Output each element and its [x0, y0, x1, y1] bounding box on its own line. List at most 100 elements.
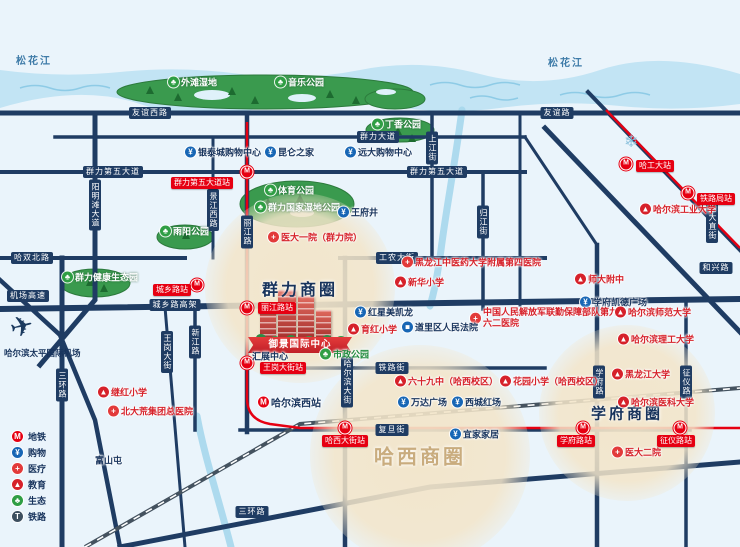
- edu-icon: ▲: [618, 333, 629, 345]
- edu-icon: ▲: [575, 273, 586, 285]
- shop-icon: ¥: [580, 296, 591, 308]
- map-poi-eco[interactable]: ♣雨阳公园: [160, 225, 209, 238]
- map-poi-shop[interactable]: ¥西城红场: [452, 396, 501, 409]
- shop-icon: ¥: [345, 146, 356, 158]
- poi-label: 道里区人民法院: [415, 322, 479, 333]
- shop-icon: ¥: [398, 396, 409, 408]
- metro-station-banner[interactable]: 铁路局站: [697, 193, 735, 205]
- map-poi-edu[interactable]: ▲六十九中（哈西校区）: [395, 375, 498, 388]
- edu-icon: ▲: [348, 323, 359, 335]
- map-poi-shop[interactable]: ¥宜家家居: [450, 428, 499, 441]
- map-poi-edu[interactable]: ▲继红小学: [98, 386, 147, 399]
- legend-label: 铁路: [28, 512, 47, 522]
- map-poi-eco[interactable]: ♣音乐公园: [275, 76, 324, 89]
- map-poi-edu[interactable]: ▲黑龙江大学: [612, 368, 670, 381]
- legend-label: 购物: [28, 448, 47, 458]
- map-poi-shop[interactable]: ¥红星美凯龙: [355, 306, 413, 319]
- map-poi-shop[interactable]: ¥银泰城购物中心: [185, 146, 261, 159]
- map-poi-edu[interactable]: ▲哈尔滨工业大学: [640, 203, 716, 216]
- road-label: 友谊路: [540, 107, 574, 119]
- metro-station-banner[interactable]: 丽江路站: [258, 302, 296, 314]
- eco-icon: ♣: [275, 76, 286, 88]
- metro-station-banner[interactable]: 城乡路站: [153, 284, 191, 296]
- map-poi-shop[interactable]: ¥学府凯德广场: [580, 296, 647, 309]
- metro-station-icon[interactable]: M: [190, 278, 204, 292]
- map-poi-edu[interactable]: ▲育红小学: [348, 323, 397, 336]
- gov-icon: ■: [402, 321, 413, 333]
- med-icon: +: [268, 231, 279, 243]
- poi-label: 汇展中心: [252, 351, 289, 362]
- med-icon: +: [612, 446, 623, 458]
- legend-label: 地铁: [28, 432, 47, 442]
- map-poi-med[interactable]: +中国人民解放军联勤保障部队第九六二医院: [470, 307, 620, 330]
- map-poi-eco[interactable]: ♣体育公园: [265, 184, 314, 197]
- map-poi-gov[interactable]: ■道里区人民法院: [402, 321, 478, 334]
- rail-icon: T: [12, 511, 23, 522]
- map-poi-med[interactable]: +医大二院: [612, 446, 661, 459]
- legend-item-med: +医疗: [12, 462, 46, 475]
- map-poi-eco2[interactable]: ♣市政公园: [320, 348, 369, 361]
- metro-station-icon[interactable]: M: [240, 165, 254, 179]
- legend-item-rail: T 铁路: [12, 510, 46, 523]
- metro-station-banner[interactable]: 哈西大街站: [322, 435, 368, 447]
- poi-label: 哈尔滨工业大学: [653, 204, 717, 215]
- legend-label: 生态: [28, 496, 47, 506]
- legend-item-edu: ▲教育: [12, 478, 46, 491]
- river-label: 松花江: [548, 58, 584, 69]
- map-poi-edu[interactable]: ▲哈尔滨理工大学: [618, 333, 694, 346]
- legend-item-eco: ♣ 生态: [12, 494, 46, 507]
- poi-label: 育红小学: [361, 324, 398, 335]
- map-poi-shop[interactable]: ¥王府井: [338, 206, 378, 219]
- metro-station-icon[interactable]: M: [619, 157, 633, 171]
- metro-station-banner[interactable]: 王岗大街站: [260, 362, 306, 374]
- map-poi-place[interactable]: 汇展中心: [252, 350, 288, 363]
- map-poi-shop[interactable]: ¥万达广场: [398, 396, 447, 409]
- map-poi-edu[interactable]: ▲哈尔滨师范大学: [615, 306, 691, 319]
- map-poi-shop[interactable]: ¥远大购物中心: [345, 146, 412, 159]
- eco-icon: ♣: [12, 495, 23, 506]
- metro-station-banner[interactable]: 学府路站: [557, 435, 595, 447]
- shop-icon: ¥: [338, 206, 349, 218]
- map-poi-edu[interactable]: ▲哈尔滨医科大学: [618, 396, 694, 409]
- road-label: 群力大道: [357, 131, 399, 143]
- eco-icon: ♣: [265, 184, 276, 196]
- road-label: 和兴路: [699, 262, 733, 274]
- metro-icon: M: [258, 396, 269, 408]
- poi-label: 富山屯: [95, 455, 123, 466]
- metro-station-banner[interactable]: 征仪路站: [657, 435, 695, 447]
- poi-label: 花园小学（哈西校区）: [513, 376, 604, 387]
- map-poi-edu[interactable]: ▲花园小学（哈西校区）: [500, 375, 603, 388]
- shop-icon: ¥: [452, 396, 463, 408]
- poi-label: 新华小学: [408, 277, 445, 288]
- poi-label: 黑龙江大学: [625, 369, 671, 380]
- map-poi-shop[interactable]: ¥昆仑之家: [265, 146, 314, 159]
- map-poi-eco[interactable]: ♣群力国家湿地公园: [255, 201, 340, 214]
- poi-label: 医大二院: [625, 447, 662, 458]
- map-poi-med[interactable]: +医大一院（群力院）: [268, 231, 362, 244]
- shop-icon: ¥: [265, 146, 276, 158]
- map-poi-eco[interactable]: ♣群力健康生态园: [62, 271, 138, 284]
- eco-icon: ♣: [160, 225, 171, 237]
- map-poi-edu[interactable]: ▲师大附中: [575, 273, 624, 286]
- eco-icon: ♣: [320, 348, 331, 360]
- road-label: 哈双北路: [11, 252, 53, 264]
- metro-station-banner[interactable]: 哈工大站: [636, 160, 674, 172]
- road-label: 阳明滩大道: [89, 179, 101, 231]
- metro-station-icon[interactable]: M: [681, 186, 695, 200]
- map-poi-edu[interactable]: ▲新华小学: [395, 276, 444, 289]
- poi-label: 哈尔滨西站: [271, 398, 321, 410]
- poi-label: 王府井: [351, 207, 379, 218]
- shop-icon: ¥: [355, 306, 366, 318]
- poi-label: 音乐公园: [288, 77, 325, 88]
- map-poi-eco[interactable]: ♣丁香公园: [372, 118, 421, 131]
- snowflake-icon: ❄: [624, 132, 639, 151]
- map-poi-med[interactable]: +北大荒集团总医院: [108, 405, 193, 418]
- metro-station-banner[interactable]: 群力第五大道站: [171, 177, 233, 189]
- map-poi-place[interactable]: 富山屯: [95, 454, 122, 467]
- map-poi-med[interactable]: +黑龙江中医药大学附属第四医院: [402, 256, 541, 269]
- poi-label: 哈尔滨师范大学: [628, 307, 692, 318]
- map-poi-eco[interactable]: ♣外滩湿地: [168, 76, 217, 89]
- edu-icon: ▲: [612, 368, 623, 380]
